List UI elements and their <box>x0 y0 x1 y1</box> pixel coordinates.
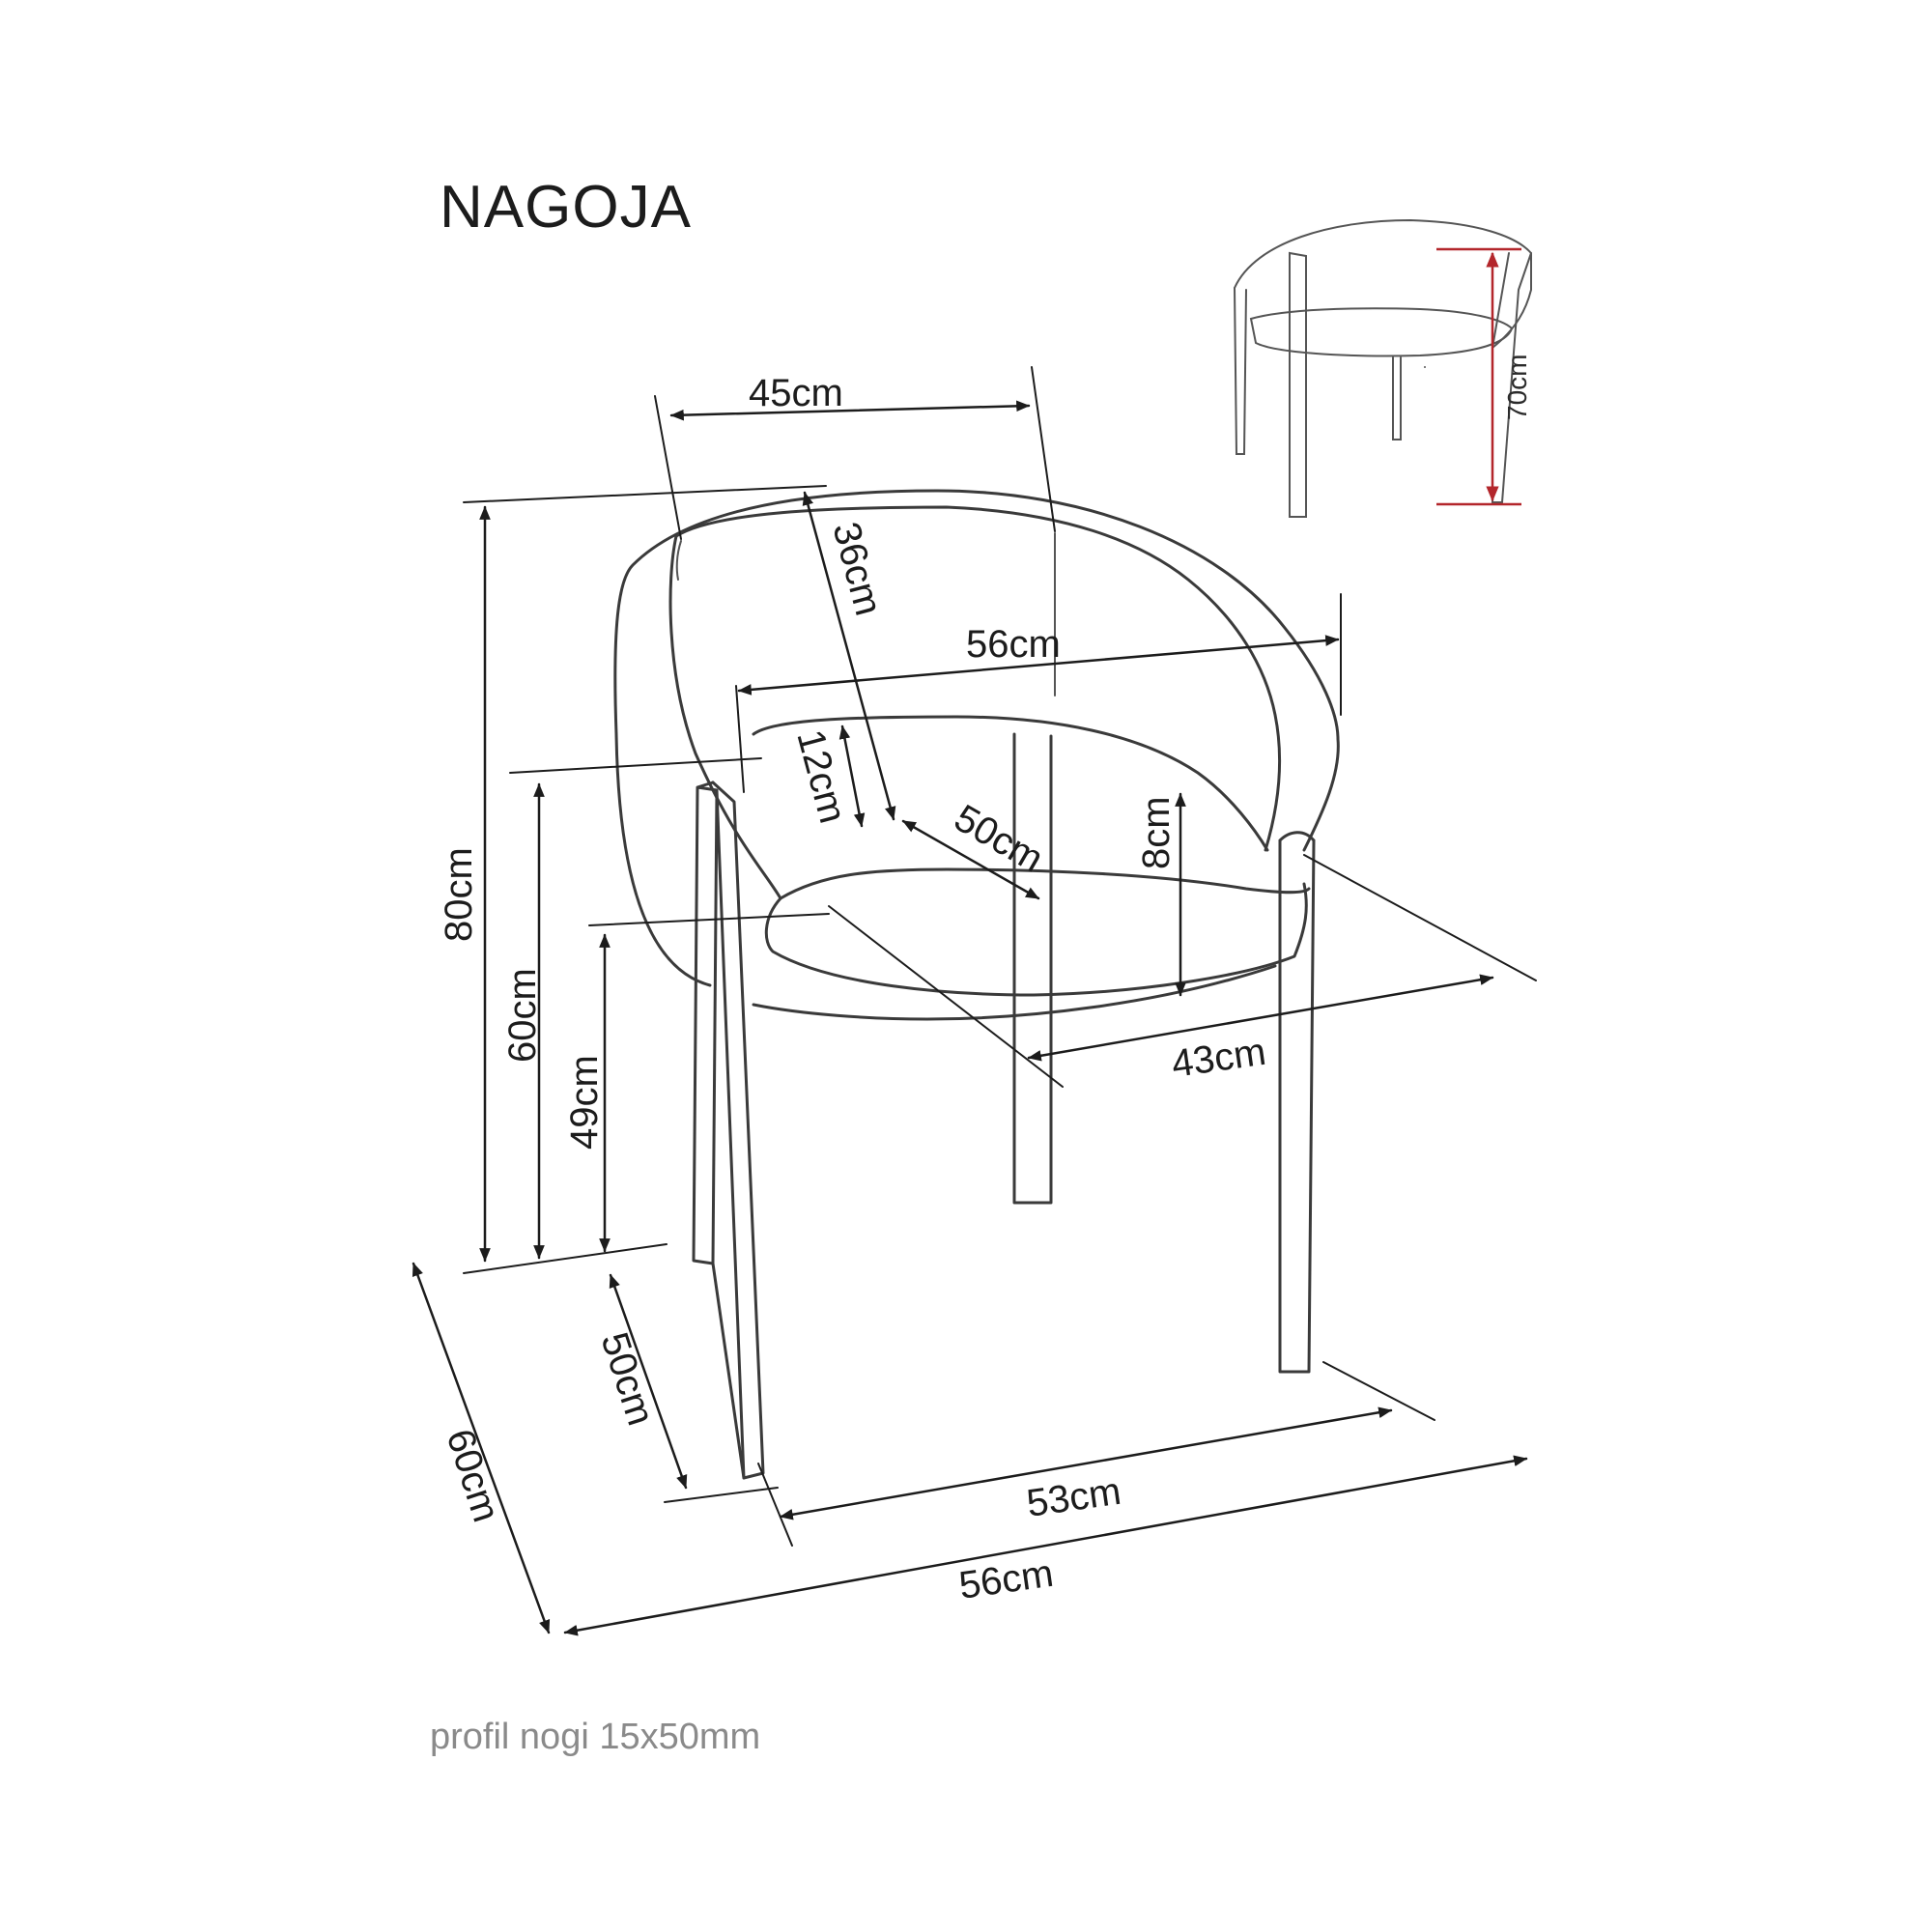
label-total-depth: 60cm <box>438 1424 507 1527</box>
backrest-outer <box>613 489 1340 987</box>
label-total-width: 56cm <box>956 1552 1056 1607</box>
seat-top <box>779 867 1311 900</box>
label-total-height: 80cm <box>438 847 480 942</box>
label-seat-height: 49cm <box>563 1055 606 1150</box>
leg-front-left-edge <box>715 788 746 1480</box>
inset-rear-view: 70cm <box>1234 218 1532 518</box>
label-seat-width: 43cm <box>1169 1031 1268 1086</box>
label-inner-width: 56cm <box>966 623 1061 666</box>
label-back-width: 45cm <box>749 372 843 414</box>
dim-line-total-width <box>563 1455 1528 1636</box>
dim-line-total-depth <box>412 1262 551 1634</box>
backrest-seam-left <box>675 540 682 581</box>
inset-height-label: 70cm <box>1502 355 1532 420</box>
dim-line-inner-width <box>737 635 1340 696</box>
inset-leg-back-right <box>1392 356 1402 440</box>
label-seat-thickness: 8cm <box>1135 796 1178 869</box>
leg-front-left <box>692 781 719 1265</box>
dim-line-seat-depth <box>901 819 1040 900</box>
dimension-lines <box>412 366 1537 1636</box>
dim-line-seat-width <box>1027 974 1494 1062</box>
label-leg-depth: 50cm <box>592 1327 662 1431</box>
label-armrest-height: 60cm <box>501 968 544 1063</box>
backrest-left-panel <box>668 534 782 900</box>
inset-seat <box>1249 307 1514 357</box>
leg-profile-note: profil nogi 15x50mm <box>430 1717 760 1757</box>
product-title: NAGOJA <box>440 174 692 241</box>
dim-line-leg-depth <box>609 1273 688 1490</box>
label-leg-width: 53cm <box>1024 1470 1123 1525</box>
seat-front <box>764 882 1308 997</box>
leg-back-left <box>1012 732 1053 1205</box>
inset-leg-back-left <box>1234 287 1247 455</box>
dim-line-armrest-gap <box>838 724 866 828</box>
backrest-inner <box>674 505 1282 852</box>
inset-backrest <box>1234 218 1532 349</box>
dimension-labels: 45cm 56cm 36cm 12cm 50cm 8cm 80cm 60cm 4… <box>438 372 1268 1607</box>
leg-front-right-top <box>1278 831 1316 842</box>
dim-line-back-width <box>669 400 1031 421</box>
leg-front-right <box>1278 838 1316 1374</box>
inset-leg-front <box>1289 251 1307 518</box>
